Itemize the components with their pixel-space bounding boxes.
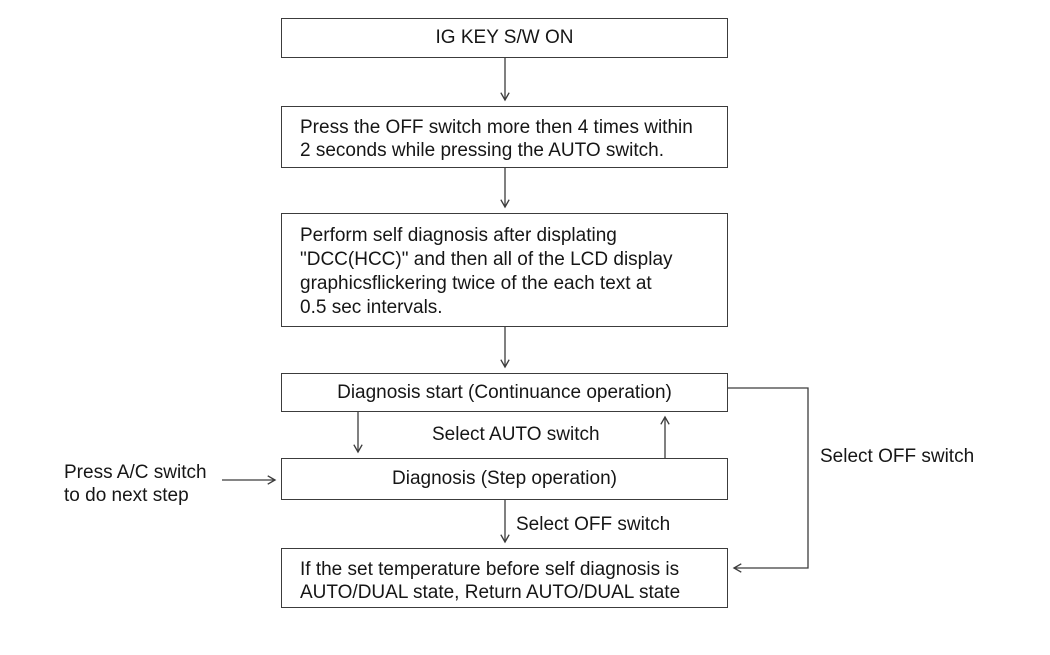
- node-diagnosis-start-text: Diagnosis start (Continuance operation): [337, 381, 672, 403]
- edge-label-select-off-switch-mid: Select OFF switch: [516, 514, 671, 535]
- node-perform-self-diagnosis-line2: "DCC(HCC)" and then all of the LCD displ…: [300, 249, 673, 270]
- node-diagnosis-step-text: Diagnosis (Step operation): [392, 468, 617, 489]
- node-perform-self-diagnosis-line4: 0.5 sec intervals.: [300, 297, 443, 318]
- node-diagnosis-step: Diagnosis (Step operation): [281, 458, 728, 500]
- node-ig-key-on: IG KEY S/W ON: [281, 18, 728, 58]
- edge-label-press-ac-switch-line2: to do next step: [64, 485, 189, 506]
- node-return-auto-dual-line2: AUTO/DUAL state, Return AUTO/DUAL state: [300, 582, 681, 603]
- edge-label-select-auto-switch: Select AUTO switch: [432, 424, 600, 445]
- node-perform-self-diagnosis-line1: Perform self diagnosis after displating: [300, 225, 617, 246]
- edge-label-press-ac-switch: Press A/C switch to do next step: [64, 461, 207, 507]
- node-press-off-switch: Press the OFF switch more then 4 times w…: [281, 106, 728, 168]
- node-return-auto-dual-line1: If the set temperature before self diagn…: [300, 559, 680, 580]
- connector-start-offswitch-to-return: [728, 387, 809, 573]
- node-press-off-switch-line2: 2 seconds while pressing the AUTO switch…: [300, 140, 664, 161]
- node-perform-self-diagnosis-line3: graphicsflickering twice of the each tex…: [300, 273, 652, 294]
- edge-label-press-ac-switch-line1: Press A/C switch: [64, 462, 207, 483]
- node-return-auto-dual: If the set temperature before self diagn…: [281, 548, 728, 608]
- node-press-off-switch-line1: Press the OFF switch more then 4 times w…: [300, 117, 693, 138]
- node-diagnosis-start: Diagnosis start (Continuance operation): [281, 373, 728, 412]
- node-perform-self-diagnosis: Perform self diagnosis after displating …: [281, 213, 728, 327]
- edge-label-select-off-switch-right: Select OFF switch: [820, 446, 975, 467]
- node-ig-key-on-text: IG KEY S/W ON: [435, 27, 574, 48]
